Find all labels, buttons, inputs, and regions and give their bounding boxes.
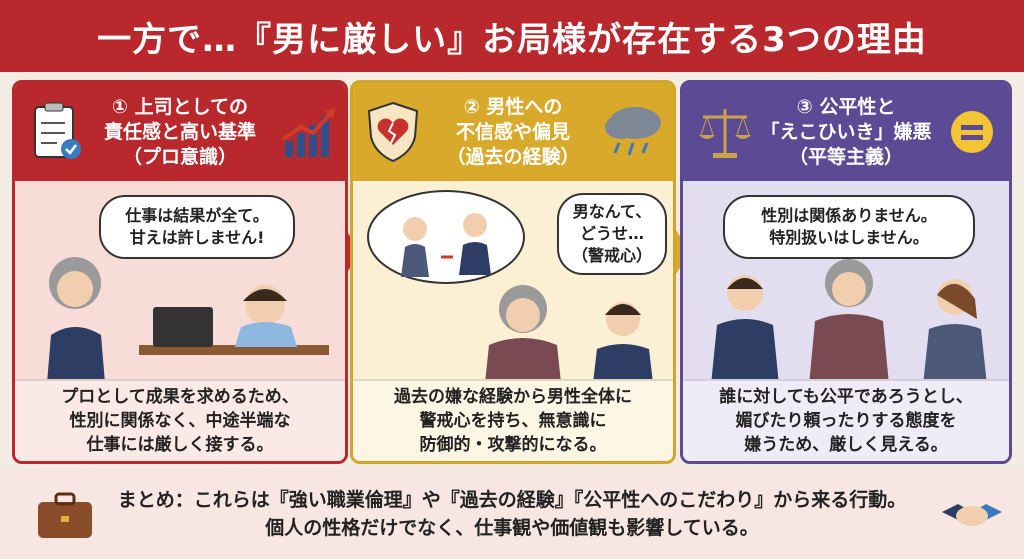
body-line: 警戒心を持ち、無意識に: [419, 411, 607, 431]
header-line: ② 男性への: [463, 95, 563, 118]
bubble-line: 仕事は結果が全て。: [125, 206, 269, 225]
clipboard-check-icon: [34, 102, 81, 159]
title-bar: 一方で…『男に厳しい』お局様が存在する3つの理由: [0, 0, 1024, 72]
panel-description: プロとして成果を求めるため、 性別に関係なく、中途半端な 仕事には厳しく接する。: [15, 379, 345, 461]
thought-cloud-illustration: [367, 190, 525, 284]
broken-heart-shield-icon: [367, 101, 419, 163]
panel-description: 過去の嫌な経験から男性全体に 警戒心を持ち、無意識に 防御的・攻撃的になる。: [353, 379, 673, 461]
body-line: 嫌うため、厳しく見える。: [744, 435, 948, 455]
bubble-line: 甘えは許しません!: [129, 228, 265, 247]
header-line: 不信感や偏見: [455, 120, 570, 143]
body-line: 誰に対しても公平であろうとし、: [719, 387, 973, 407]
trend-chart-icon: [281, 109, 335, 157]
reason-panel-1: ① 上司としての 責任感と高い基準 （プロ意識） 仕事は結果が全て。 甘えは許し…: [12, 80, 348, 464]
fair-treatment-illustration: [711, 259, 987, 385]
speech-bubble: 性別は関係ありません。 特別扱いはしません。: [723, 195, 975, 259]
header-line: （過去の経験）: [446, 145, 580, 168]
body-line: プロとして成果を求めるため、: [61, 387, 299, 407]
wary-characters-illustration: [485, 285, 653, 383]
bubble-line: 性別は関係ありません。: [761, 206, 937, 225]
bubble-line: 男なんて、: [572, 202, 652, 221]
header-line: 「えこひいき」嫌悪: [760, 120, 932, 143]
body-line: 過去の嫌な経験から男性全体に: [394, 387, 632, 407]
reason-panel-3: ③ 公平性と 「えこひいき」嫌悪 （平等主義） 性別は関係ありません。 特別扱い…: [680, 80, 1012, 464]
rain-cloud-icon: [605, 107, 661, 156]
header-line: （平等主義）: [788, 145, 903, 168]
body-line: 防御的・攻撃的になる。: [419, 435, 607, 455]
summary-line-2: 個人の性格だけでなく、仕事観や価値観も影響している。: [265, 516, 759, 539]
header-line: ③ 公平性と: [796, 95, 896, 118]
bubble-line: どうせ…: [579, 224, 644, 243]
header-line: 責任感と高い基準: [103, 120, 256, 143]
header-line: （プロ意識）: [122, 145, 237, 168]
summary-footer: まとめ：これらは『強い職業倫理』や『過去の経験』『公平性へのこだわり』から来る行…: [0, 468, 1024, 559]
scales-icon: [699, 109, 751, 158]
body-line: 仕事には厳しく接する。: [86, 435, 274, 455]
speech-bubble: 仕事は結果が全て。 甘えは許しません!: [99, 195, 295, 259]
bubble-line: （警戒心）: [571, 246, 652, 265]
body-line: 媚びたり頼ったりする態度を: [735, 411, 957, 431]
thought-bubble: 男なんて、 どうせ… （警戒心）: [557, 193, 667, 275]
summary-line-1: まとめ：これらは『強い職業倫理』や『過去の経験』『公平性へのこだわり』から来る行…: [117, 488, 907, 511]
body-line: 性別に関係なく、中途半端な: [69, 411, 291, 431]
header-line: ① 上司としての: [111, 95, 249, 118]
page-title: 一方で…『男に厳しい』お局様が存在する3つの理由: [97, 19, 927, 60]
reason-panel-2: ② 男性への 不信感や偏見 （過去の経験） 男なんて、 どうせ… （警戒心） 過: [350, 80, 676, 464]
bubble-line: 特別扱いはしません。: [769, 228, 929, 247]
equals-icon: [951, 111, 993, 153]
office-scene-illustration: [47, 257, 329, 383]
handshake-icon: [942, 504, 1002, 526]
panel-description: 誰に対しても公平であろうとし、 媚びたり頼ったりする態度を 嫌うため、厳しく見え…: [683, 379, 1009, 461]
briefcase-icon: [38, 492, 92, 538]
